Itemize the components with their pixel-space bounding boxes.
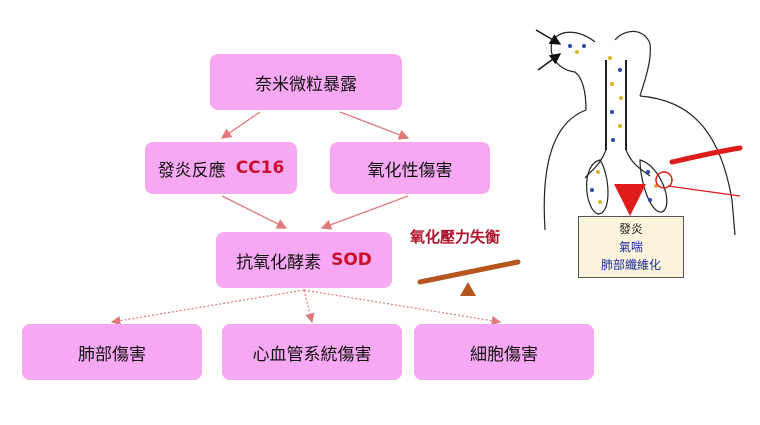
lung-effect-inflammation: 發炎	[618, 222, 643, 236]
node-nanoparticle-exposure: 奈米微粒暴露	[210, 54, 402, 110]
lung-effect-asthma: 氣喘	[618, 240, 643, 254]
inhale-arrow-icon-2	[537, 53, 562, 71]
cc16-marker: CC16	[235, 158, 285, 178]
red-line-icon	[667, 185, 741, 197]
node-label: 抗氧化酵素	[236, 252, 322, 273]
red-pointer-icon	[669, 145, 743, 165]
arrow-exposure-inflammation	[220, 111, 261, 139]
highlight-circle-icon	[655, 171, 673, 189]
arrow-oxidative-antioxidant	[320, 195, 409, 230]
node-inflammation: 發炎反應 CC16	[145, 142, 297, 194]
inhale-arrow-icon	[535, 29, 562, 45]
node-label: 心血管系統傷害	[252, 344, 372, 365]
lung-effects-box: 發炎 氣喘 肺部纖維化	[578, 216, 684, 278]
node-label: 奈米微粒暴露	[255, 74, 357, 95]
arrow-exposure-oxidative	[339, 111, 410, 140]
arrow-antioxidant-cardio	[303, 289, 315, 324]
red-down-arrow-icon	[613, 183, 646, 216]
sod-marker: SOD	[331, 250, 372, 270]
node-cardiovascular-damage: 心血管系統傷害	[222, 324, 402, 380]
arrow-inflammation-antioxidant	[221, 195, 288, 229]
node-antioxidant-enzyme: 抗氧化酵素 SOD	[216, 232, 392, 288]
node-label: 氧化性傷害	[367, 160, 453, 181]
particles-icon	[568, 44, 658, 204]
lung-effect-fibrosis: 肺部纖維化	[600, 258, 661, 272]
seesaw-icon	[417, 259, 521, 296]
node-label: 肺部傷害	[78, 344, 146, 365]
node-lung-damage: 肺部傷害	[22, 324, 202, 380]
arrow-antioxidant-lung	[110, 289, 305, 326]
lung-illustration	[543, 30, 736, 236]
oxidative-stress-imbalance-label: 氧化壓力失衡	[410, 228, 501, 246]
node-label: 細胞傷害	[470, 344, 538, 365]
node-cell-damage: 細胞傷害	[414, 324, 594, 380]
node-oxidative-damage: 氧化性傷害	[330, 142, 490, 194]
arrow-antioxidant-cell	[303, 289, 502, 326]
node-label: 發炎反應	[157, 160, 226, 181]
